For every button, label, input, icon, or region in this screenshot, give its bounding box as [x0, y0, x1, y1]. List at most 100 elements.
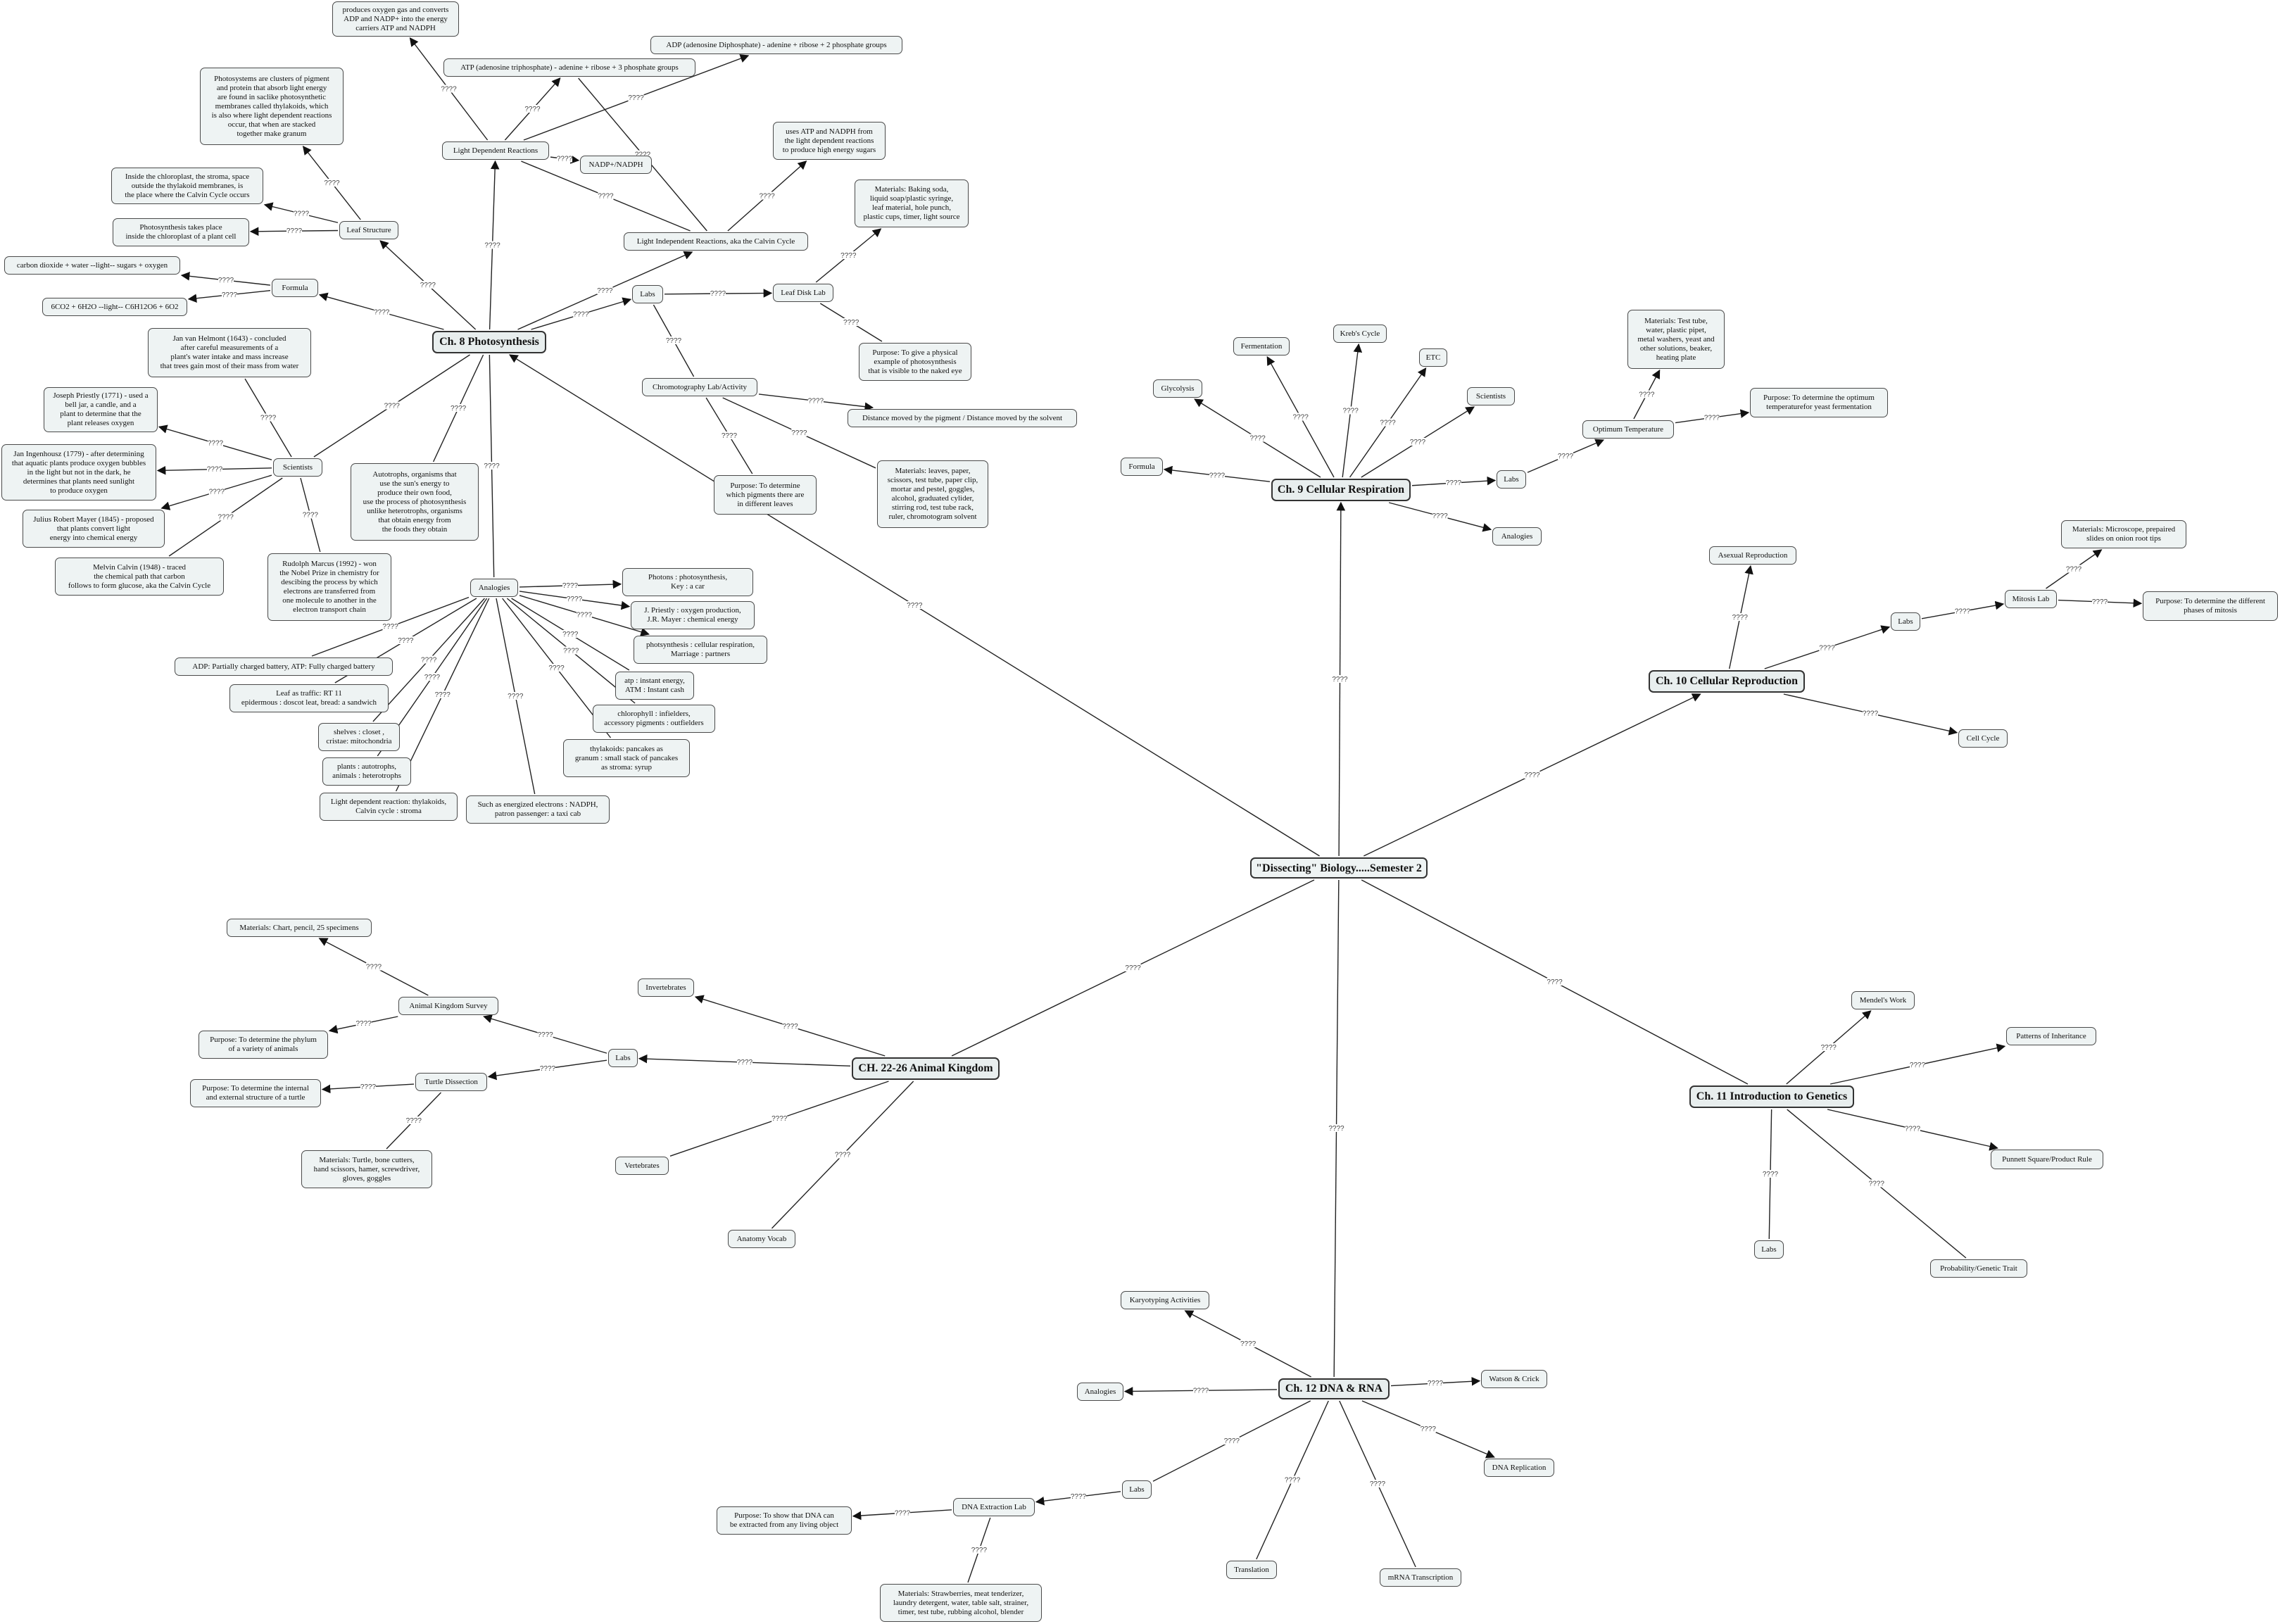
van-helmont-node[interactable]: Jan van Helmont (1643) - concluded after… — [148, 328, 311, 377]
dna-extraction-lab-node[interactable]: DNA Extraction Lab — [953, 1498, 1035, 1516]
ingenhousz-node[interactable]: Jan Ingenhousz (1779) - after determinin… — [1, 444, 156, 501]
link-label-bg — [1955, 607, 1970, 615]
uses-atp-nadph-node[interactable]: uses ATP and NADPH from the light depend… — [773, 122, 886, 160]
turtle-materials-node[interactable]: Materials: Turtle, bone cutters, hand sc… — [301, 1150, 432, 1188]
analogy-chlorophyll-node[interactable]: chlorophyll : infielders, accessory pigm… — [593, 705, 715, 733]
punnett-square-node[interactable]: Punnett Square/Product Rule — [1991, 1150, 2103, 1169]
reproduction-labs-node[interactable]: Labs — [1891, 612, 1920, 631]
root-node[interactable]: "Dissecting" Biology.....Semester 2 — [1250, 857, 1428, 879]
light-independent-reactions-node[interactable]: Light Independent Reactions, aka the Cal… — [624, 232, 808, 251]
autotrophs-node[interactable]: Autotrophs, organisms that use the sun's… — [351, 463, 479, 541]
dna-replication-node[interactable]: DNA Replication — [1484, 1459, 1554, 1477]
photosynthesis-analogies-node[interactable]: Analogies — [470, 579, 518, 597]
animal-kingdom-survey-node[interactable]: Animal Kingdom Survey — [398, 997, 498, 1015]
stroma-node[interactable]: Inside the chloroplast, the stroma, spac… — [111, 168, 263, 204]
mitosis-materials-node[interactable]: Materials: Microscope, prepaired slides … — [2061, 520, 2186, 548]
link-label-bg — [540, 1064, 555, 1072]
analogy-atp-atm-node[interactable]: atp : instant energy, ATM : Instant cash — [615, 672, 694, 700]
glycolysis-node[interactable]: Glycolysis — [1153, 379, 1202, 398]
analogy-leaf-traffic-node[interactable]: Leaf as traffic: RT 11 epidermous : dosc… — [229, 684, 389, 712]
link-label: ???? — [557, 155, 573, 163]
marcus-node[interactable]: Rudolph Marcus (1992) - won the Nobel Pr… — [267, 553, 391, 621]
dna-labs-node[interactable]: Labs — [1122, 1480, 1152, 1499]
animal-survey-purpose-node[interactable]: Purpose: To determine the phylum of a va… — [199, 1031, 328, 1059]
photosystems-node[interactable]: Photosystems are clusters of pigment and… — [200, 68, 344, 145]
analogy-electrons-node[interactable]: Such as energized electrons : NADPH, pat… — [466, 795, 610, 824]
chromatography-lab-node[interactable]: Chromotography Lab/Activity — [642, 378, 757, 396]
nadp-node[interactable]: NADP+/NADPH — [580, 156, 652, 174]
mrna-transcription-node[interactable]: mRNA Transcription — [1380, 1568, 1461, 1587]
ch8-photosynthesis-node[interactable]: Ch. 8 Photosynthesis — [432, 331, 546, 353]
ch12-dna-rna-node[interactable]: Ch. 12 DNA & RNA — [1278, 1378, 1390, 1399]
cell-cycle-node[interactable]: Cell Cycle — [1958, 729, 2008, 748]
patterns-of-inheritance-node[interactable]: Patterns of Inheritance — [2006, 1027, 2096, 1045]
fermentation-node[interactable]: Fermentation — [1233, 337, 1290, 355]
analogy-light-dependent-node[interactable]: Light dependent reaction: thylakoids, Ca… — [320, 793, 458, 821]
optimum-temperature-node[interactable]: Optimum Temperature — [1582, 420, 1674, 439]
mendels-work-node[interactable]: Mendel's Work — [1851, 991, 1915, 1009]
optimum-temperature-purpose-node[interactable]: Purpose: To determine the optimum temper… — [1750, 388, 1888, 417]
respiration-formula-node[interactable]: Formula — [1121, 458, 1163, 476]
chromatography-purpose-node[interactable]: Purpose: To determine which pigments the… — [714, 475, 817, 515]
animal-labs-node[interactable]: Labs — [608, 1049, 638, 1067]
vertebrates-node[interactable]: Vertebrates — [615, 1157, 669, 1175]
priestly-node[interactable]: Joseph Priestly (1771) - used a bell jar… — [44, 387, 158, 432]
calvin-node[interactable]: Melvin Calvin (1948) - traced the chemic… — [55, 558, 224, 596]
analogy-photons-node[interactable]: Photons : photosynthesis, Key : a car — [622, 568, 753, 596]
anatomy-vocab-node[interactable]: Anatomy Vocab — [728, 1230, 795, 1248]
translation-node[interactable]: Translation — [1226, 1561, 1277, 1579]
formula-words-node[interactable]: carbon dioxide + water --light-- sugars … — [4, 256, 180, 275]
animal-survey-materials-node[interactable]: Materials: Chart, pencil, 25 specimens — [227, 919, 372, 937]
mitosis-lab-node[interactable]: Mitosis Lab — [2005, 590, 2057, 608]
genetics-labs-node[interactable]: Labs — [1754, 1240, 1784, 1259]
produces-oxygen-node[interactable]: produces oxygen gas and converts ADP and… — [332, 1, 459, 37]
analogy-partners-node[interactable]: photsynthesis : cellular respiration, Ma… — [634, 636, 767, 664]
mitosis-purpose-node[interactable]: Purpose: To determine the different phas… — [2143, 591, 2278, 621]
takes-place-node[interactable]: Photosynthesis takes place inside the ch… — [113, 218, 249, 246]
turtle-purpose-node[interactable]: Purpose: To determine the internal and e… — [190, 1079, 321, 1107]
mayer-node[interactable]: Julius Robert Mayer (1845) - proposed th… — [23, 510, 165, 548]
respiration-labs-node[interactable]: Labs — [1497, 470, 1526, 489]
link-label: ???? — [1249, 435, 1266, 443]
photosynthesis-scientists-node[interactable]: Scientists — [273, 458, 322, 477]
dna-extraction-purpose-node[interactable]: Purpose: To show that DNA can be extract… — [717, 1506, 852, 1535]
etc-node[interactable]: ETC — [1419, 348, 1447, 367]
analogy-adp-battery-node[interactable]: ADP: Partially charged battery, ATP: Ful… — [175, 657, 393, 676]
light-dependent-reactions-node[interactable]: Light Dependent Reactions — [442, 141, 549, 160]
ch9-cellular-respiration-node[interactable]: Ch. 9 Cellular Respiration — [1271, 479, 1411, 501]
respiration-analogies-node[interactable]: Analogies — [1492, 527, 1542, 546]
leaf-disk-purpose-node[interactable]: Purpose: To give a physical example of p… — [859, 343, 971, 381]
analogy-pancakes-node[interactable]: thylakoids: pancakes as granum : small s… — [563, 739, 690, 777]
analogy-shelves-node[interactable]: shelves : closet , cristae: mitochondria — [318, 723, 400, 751]
invertebrates-node[interactable]: Invertebrates — [638, 978, 694, 997]
atp-definition-node[interactable]: ATP (adenosine triphosphate) - adenine +… — [443, 58, 695, 77]
leaf-disk-lab-node[interactable]: Leaf Disk Lab — [773, 284, 833, 302]
link-label-bg — [1428, 1379, 1443, 1387]
adp-definition-node[interactable]: ADP (adenosine Diphosphate) - adenine + … — [650, 36, 902, 54]
analogy-plants-node[interactable]: plants : autotrophs, animals : heterotro… — [322, 757, 411, 786]
turtle-dissection-node[interactable]: Turtle Dissection — [415, 1073, 487, 1091]
respiration-scientists-node[interactable]: Scientists — [1467, 387, 1515, 405]
formula-chemical-node[interactable]: 6CO2 + 6H2O --light-- C6H12O6 + 6O2 — [42, 298, 187, 316]
karyotyping-node[interactable]: Karyotyping Activities — [1121, 1291, 1209, 1309]
photosynthesis-labs-node[interactable]: Labs — [632, 285, 663, 303]
analogy-priestly-node[interactable]: J. Priestly : oxygen production, J.R. Ma… — [631, 601, 755, 629]
dna-analogies-node[interactable]: Analogies — [1077, 1383, 1123, 1401]
dna-extraction-materials-node[interactable]: Materials: Strawberries, meat tenderizer… — [880, 1584, 1042, 1622]
leaf-disk-materials-node[interactable]: Materials: Baking soda, liquid soap/plas… — [855, 180, 969, 227]
ch10-cellular-reproduction-node[interactable]: Ch. 10 Cellular Reproduction — [1649, 670, 1805, 693]
probability-node[interactable]: Probability/Genetic Trait — [1930, 1259, 2027, 1278]
ch22-animal-kingdom-node[interactable]: CH. 22-26 Animal Kingdom — [852, 1057, 1000, 1080]
asexual-reproduction-node[interactable]: Asexual Reproduction — [1709, 546, 1796, 565]
photosynthesis-formula-node[interactable]: Formula — [272, 279, 318, 297]
chromatography-materials-node[interactable]: Materials: leaves, paper, scissors, test… — [877, 460, 988, 528]
krebs-cycle-node[interactable]: Kreb's Cycle — [1333, 325, 1387, 343]
pigment-distance-node[interactable]: Distance moved by the pigment / Distance… — [848, 409, 1077, 427]
link-label: ???? — [441, 86, 457, 94]
ch11-genetics-node[interactable]: Ch. 11 Introduction to Genetics — [1689, 1085, 1854, 1108]
optimum-temperature-materials-node[interactable]: Materials: Test tube, water, plastic pip… — [1627, 310, 1725, 369]
link-label: ???? — [1821, 1044, 1837, 1052]
watson-crick-node[interactable]: Watson & Crick — [1481, 1370, 1547, 1388]
link-label-bg — [1432, 512, 1448, 520]
leaf-structure-node[interactable]: Leaf Structure — [339, 221, 398, 239]
